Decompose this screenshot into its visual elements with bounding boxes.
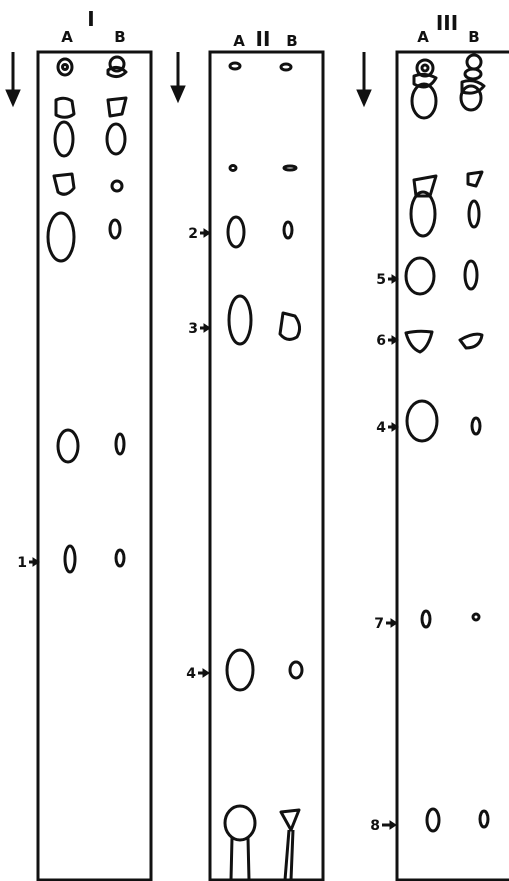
panel-1: I A B 1 — [6, 7, 151, 880]
panel-3-lane-b: B — [468, 28, 479, 46]
panel-2-numeral: II — [256, 27, 271, 51]
spot — [468, 172, 482, 186]
spot — [108, 98, 126, 116]
spot — [63, 65, 68, 70]
spot — [422, 611, 430, 627]
marker-arrow-icon — [198, 669, 209, 677]
panel-3-marker-4: 4 — [376, 420, 386, 436]
spot — [460, 334, 482, 348]
panel-3-lane-a: A — [417, 28, 429, 46]
panel-2-marker-4: 4 — [186, 666, 196, 682]
spot — [422, 65, 428, 71]
spot — [465, 69, 481, 79]
panel-3-marker-5: 5 — [376, 272, 386, 288]
spot — [284, 166, 296, 170]
panel-1-numeral: I — [87, 7, 94, 31]
panel-2-strip — [210, 52, 323, 880]
marker-arrow-icon — [382, 821, 396, 829]
panel-1-lane-b: B — [114, 28, 125, 46]
spot — [281, 64, 291, 70]
spot — [480, 811, 488, 827]
spot — [65, 546, 75, 572]
spot — [225, 806, 255, 840]
panel-3-marker-7: 7 — [374, 616, 384, 632]
spot — [58, 59, 72, 75]
panel-2-direction-arrow-icon — [171, 52, 185, 102]
spot — [280, 313, 300, 339]
spot — [110, 220, 120, 238]
spot — [229, 296, 251, 344]
spot — [465, 261, 477, 289]
spot — [230, 166, 236, 171]
spot — [230, 63, 240, 69]
panel-3-numeral: III — [436, 11, 458, 35]
panel-1-marker-1: 1 — [17, 555, 27, 571]
panel-1-direction-arrow-icon — [6, 52, 20, 106]
panel-3-strip — [397, 52, 509, 880]
panel-3-direction-arrow-icon — [357, 52, 371, 106]
spot — [112, 181, 122, 191]
spot — [469, 201, 479, 227]
spot — [56, 98, 74, 117]
spot — [412, 84, 436, 118]
spot — [427, 809, 439, 831]
panel-2-lane-b: B — [286, 32, 297, 50]
spot — [406, 331, 432, 352]
panel-3-marker-6: 6 — [376, 333, 386, 349]
panel-2-marker-2: 2 — [188, 226, 198, 242]
panel-2-marker-3: 3 — [188, 321, 198, 337]
spot — [55, 122, 73, 156]
spot — [406, 258, 434, 294]
spot — [48, 213, 74, 261]
spot — [281, 810, 299, 830]
spot — [467, 55, 481, 69]
spot — [228, 217, 244, 247]
marker-arrow-icon — [386, 619, 397, 627]
spot — [116, 550, 124, 566]
panel-3-marker-8: 8 — [370, 818, 380, 834]
spot — [290, 662, 302, 678]
spot — [473, 614, 479, 620]
panel-2-lane-a: A — [233, 32, 245, 50]
spot — [116, 434, 124, 454]
spot — [407, 401, 437, 441]
spot — [227, 650, 253, 690]
spot — [411, 192, 435, 236]
spot — [461, 86, 481, 110]
spot — [285, 830, 293, 880]
spot — [231, 838, 249, 880]
spot — [58, 430, 78, 462]
panel-2: II A B 2 3 4 — [171, 27, 323, 880]
spot — [472, 418, 480, 434]
spot — [284, 222, 292, 238]
spot — [107, 124, 125, 154]
spot — [54, 174, 74, 194]
panel-3: III A B 5 — [357, 11, 509, 880]
panel-1-lane-a: A — [61, 28, 73, 46]
